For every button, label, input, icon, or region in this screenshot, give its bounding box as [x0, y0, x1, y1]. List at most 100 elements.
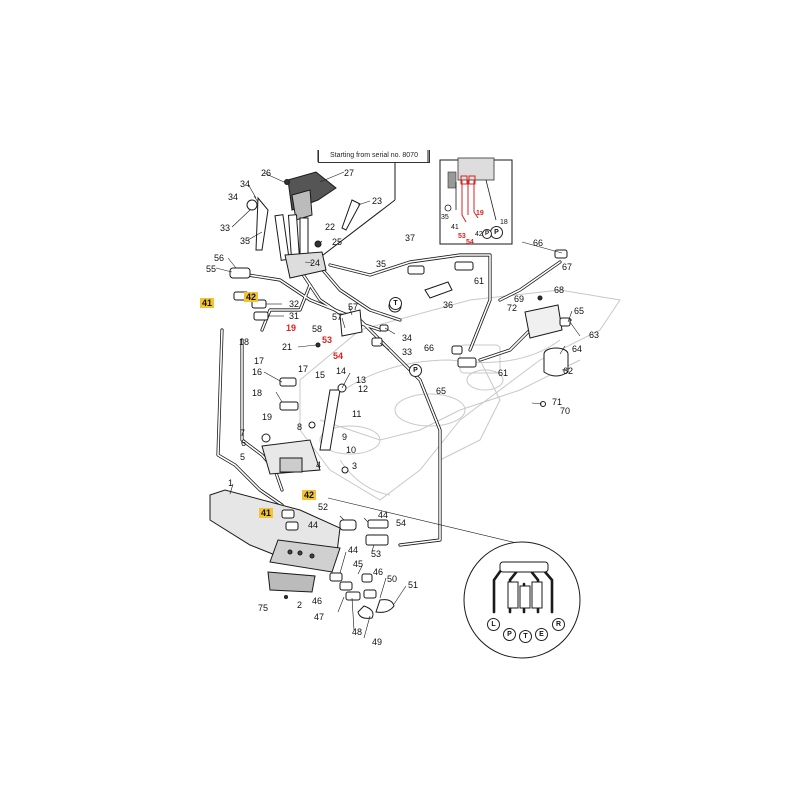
part-label-i54: 54	[466, 239, 474, 246]
part-label-57b: 57	[332, 312, 343, 322]
part-label-34c: 34	[402, 333, 413, 343]
chassis-outline	[299, 289, 621, 501]
part-label-6: 6	[241, 438, 247, 448]
part-label-51: 51	[408, 580, 419, 590]
part-label-56: 56	[214, 253, 225, 263]
part-label-75: 75	[258, 603, 269, 613]
part-label-18a: 18	[239, 337, 250, 347]
part-label-66b: 66	[533, 238, 544, 248]
port-marker-p1: T	[389, 297, 402, 310]
part-label-33a: 33	[220, 223, 231, 233]
port-marker-R: R	[552, 618, 565, 631]
part-label-44c: 44	[348, 545, 359, 555]
part-label-18b: 18	[252, 388, 263, 398]
port-marker-T: T	[519, 630, 532, 643]
part-label-62: 62	[563, 366, 574, 376]
part-label-12: 12	[358, 384, 369, 394]
part-label-63: 63	[589, 330, 600, 340]
part-label-42a: 42	[244, 292, 259, 302]
leader-lines	[215, 171, 581, 639]
part-label-31: 31	[289, 311, 300, 321]
part-label-17a: 17	[254, 356, 265, 366]
part-label-17b: 17	[298, 364, 309, 374]
part-label-27: 27	[344, 168, 355, 178]
right-parts	[388, 249, 571, 407]
part-label-65a: 65	[436, 386, 447, 396]
center-parts	[261, 309, 389, 475]
part-label-32: 32	[289, 299, 300, 309]
part-label-11: 11	[352, 409, 362, 419]
part-label-i18: 18	[500, 219, 508, 226]
part-label-19a: 19	[286, 323, 297, 333]
part-label-69: 69	[514, 294, 525, 304]
part-label-44b: 44	[378, 510, 389, 520]
part-label-54b: 54	[396, 518, 407, 528]
part-label-1: 1	[228, 478, 234, 488]
lever-assembly	[246, 171, 361, 279]
part-label-9: 9	[342, 432, 348, 442]
part-label-8: 8	[297, 422, 303, 432]
part-label-71: 71	[552, 397, 563, 407]
part-label-14: 14	[336, 366, 347, 376]
part-label-3: 3	[352, 461, 358, 471]
part-label-37: 37	[405, 233, 416, 243]
port-marker-p4: P	[482, 229, 492, 239]
part-label-66a: 66	[424, 343, 435, 353]
part-label-48: 48	[352, 627, 363, 637]
part-label-72: 72	[507, 303, 518, 313]
banner-bracket	[309, 150, 429, 266]
part-label-58: 58	[312, 324, 323, 334]
part-label-i53: 53	[458, 233, 466, 240]
port-marker-L: L	[487, 618, 500, 631]
part-label-13: 13	[356, 375, 367, 385]
part-label-64: 64	[572, 344, 583, 354]
part-label-23: 23	[372, 196, 383, 206]
part-label-52: 52	[318, 502, 329, 512]
part-label-2: 2	[297, 600, 303, 610]
part-label-26: 26	[261, 168, 272, 178]
part-label-36: 36	[443, 300, 454, 310]
part-label-61b: 61	[498, 368, 509, 378]
part-label-49: 49	[372, 637, 383, 647]
port-marker-E: E	[535, 628, 548, 641]
part-label-15: 15	[315, 370, 326, 380]
part-label-4: 4	[316, 460, 322, 470]
part-label-70: 70	[560, 406, 571, 416]
part-label-46a: 46	[373, 567, 384, 577]
part-label-35b: 35	[376, 259, 387, 269]
part-label-57a: 57	[348, 302, 359, 312]
part-label-61a: 61	[474, 276, 485, 286]
part-label-i35: 35	[441, 214, 449, 221]
part-label-67: 67	[562, 262, 573, 272]
part-label-44a: 44	[308, 520, 319, 530]
part-label-33b: 33	[402, 347, 413, 357]
part-label-10: 10	[346, 445, 357, 455]
part-label-41b: 41	[259, 508, 274, 518]
fender-panel	[209, 489, 341, 599]
part-label-34b: 34	[228, 192, 239, 202]
part-label-24: 24	[310, 258, 321, 268]
part-label-7: 7	[240, 428, 246, 438]
fittings-lower	[281, 509, 395, 619]
part-label-53a: 53	[322, 335, 333, 345]
part-label-i41: 41	[451, 224, 459, 231]
port-marker-p2: P	[490, 226, 503, 239]
part-label-16: 16	[252, 367, 263, 377]
part-label-46b: 46	[312, 596, 323, 606]
port-marker-P: P	[503, 628, 516, 641]
valve-inset-box	[439, 157, 513, 245]
part-label-25: 25	[332, 237, 343, 247]
part-label-19b: 19	[262, 412, 273, 422]
hoses-inner	[217, 254, 571, 546]
part-label-34a: 34	[240, 179, 251, 189]
port-marker-p3: P	[409, 364, 422, 377]
serial-banner: Starting from serial no. 8070	[318, 150, 430, 163]
part-label-65b: 65	[574, 306, 585, 316]
part-label-i19: 19	[476, 210, 484, 217]
part-label-i42: 42	[475, 231, 483, 238]
part-label-21: 21	[282, 342, 293, 352]
part-label-22: 22	[325, 222, 336, 232]
part-label-5: 5	[240, 452, 246, 462]
part-label-41a: 41	[200, 298, 215, 308]
part-label-54a: 54	[333, 351, 344, 361]
